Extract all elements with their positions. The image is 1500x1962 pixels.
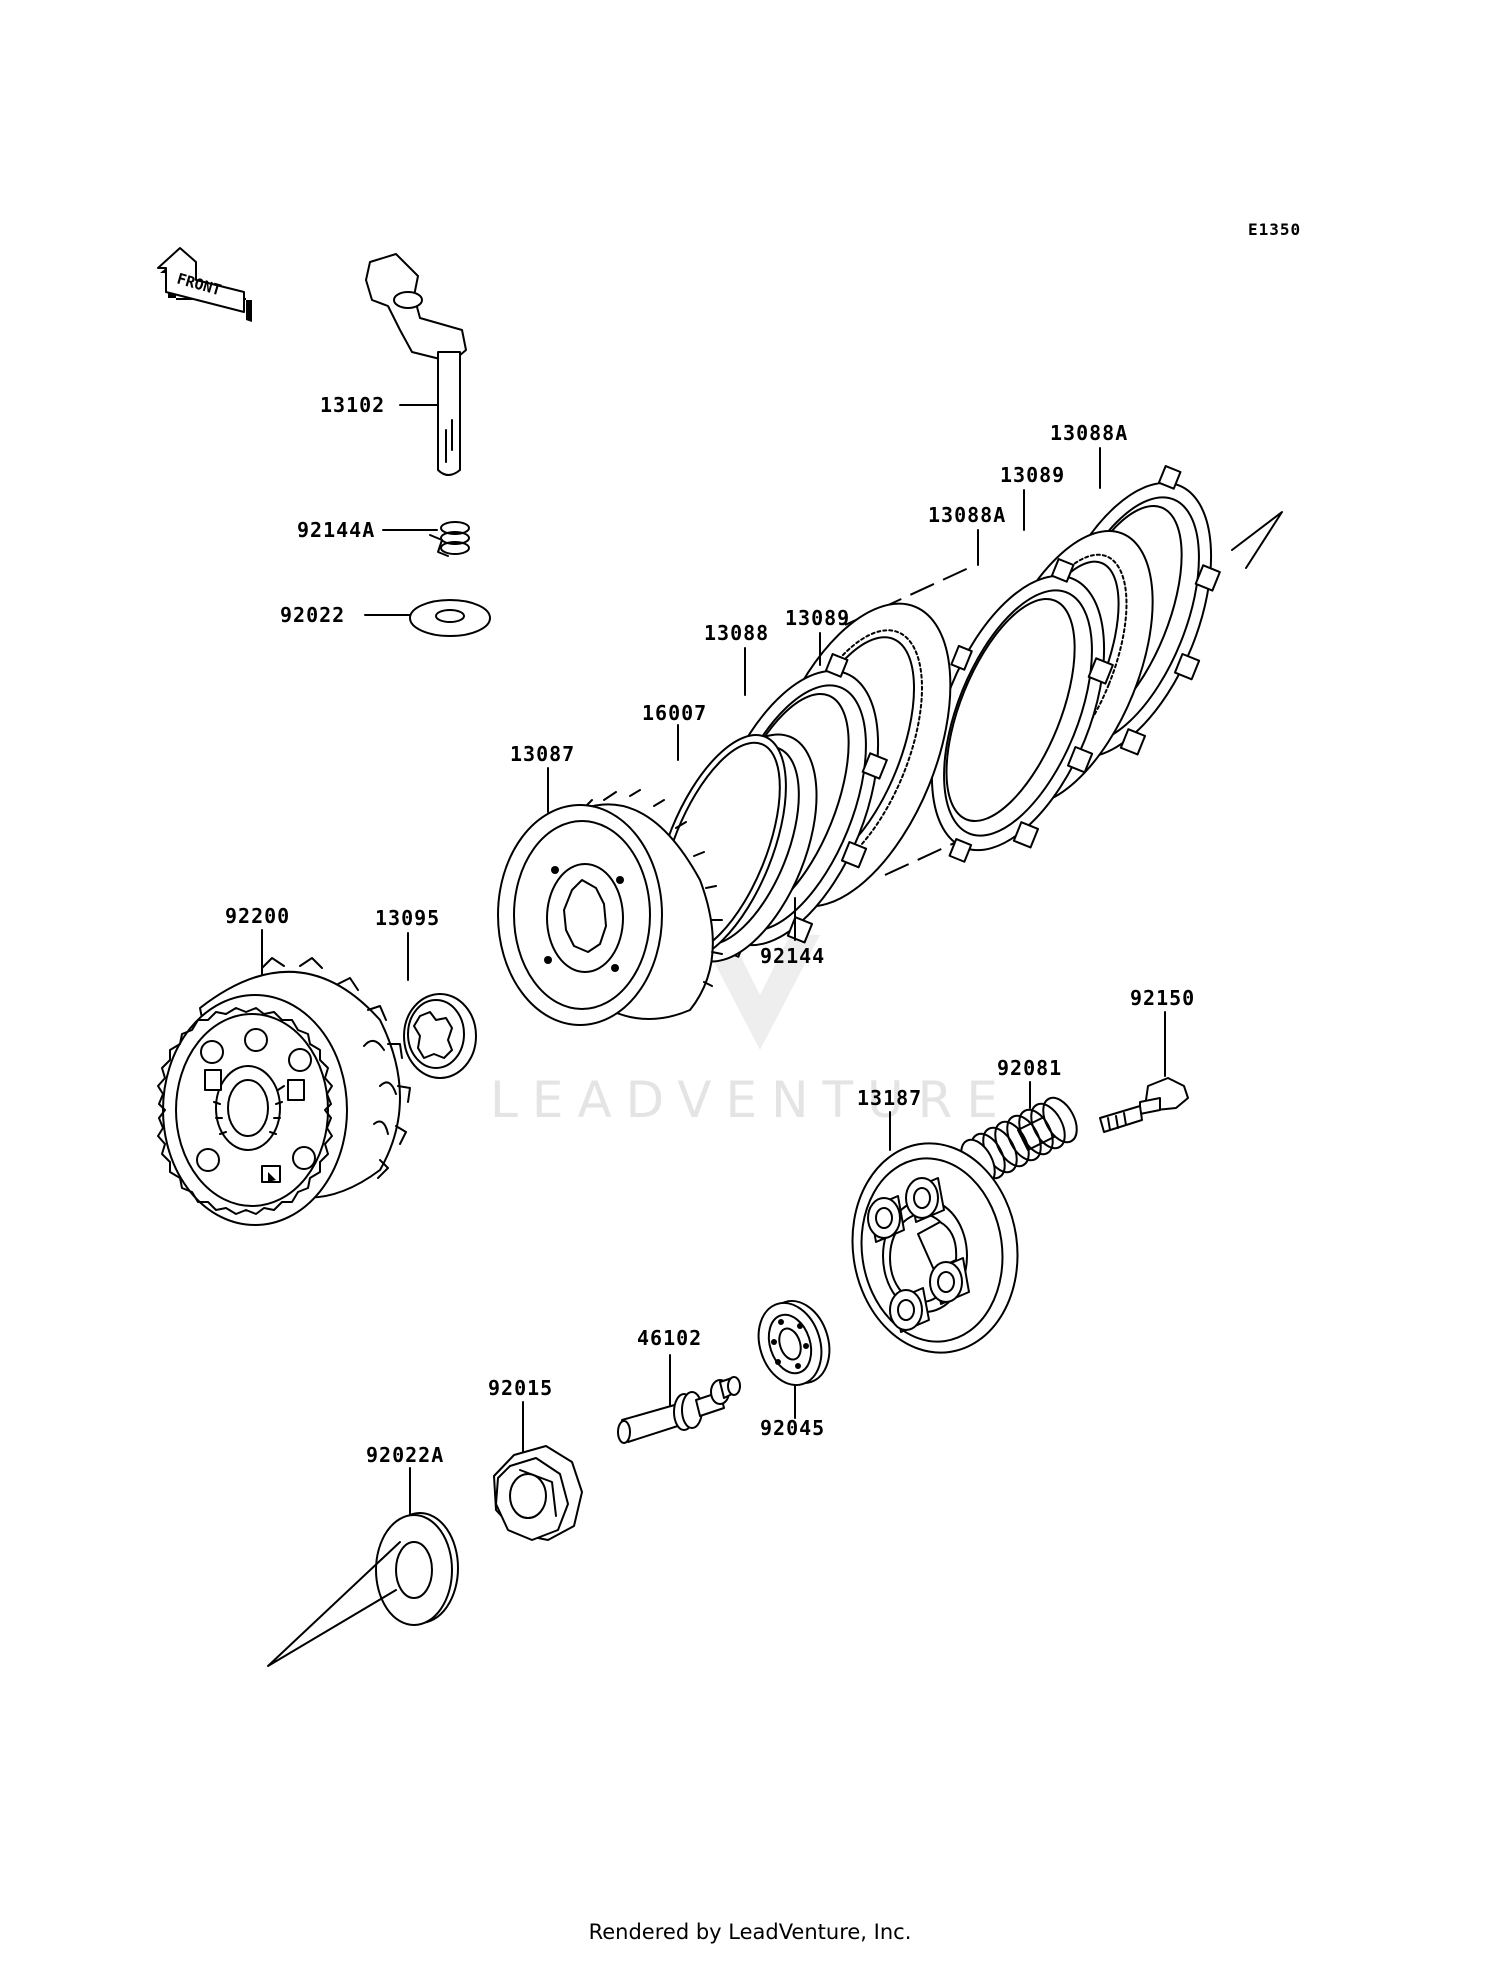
push-pin-46102[interactable]: [617, 1376, 741, 1444]
part-label-13088[interactable]: 13088: [704, 621, 769, 645]
part-label-92150[interactable]: 92150: [1130, 986, 1195, 1010]
washer-92022[interactable]: [409, 599, 491, 637]
washer-92022A[interactable]: [375, 1512, 459, 1626]
clutch-lever-13102[interactable]: [365, 253, 467, 476]
part-label-92022[interactable]: 92022: [280, 603, 345, 627]
nut-92015[interactable]: [493, 1445, 583, 1541]
part-label-13087[interactable]: 13087: [510, 742, 575, 766]
spring-92144A[interactable]: [429, 521, 470, 557]
part-label-13187[interactable]: 13187: [857, 1086, 922, 1110]
part-label-13095[interactable]: 92200: [225, 904, 290, 928]
watermark-text: LEADVENTURE: [490, 1071, 1012, 1129]
assembly-guide-lines-left: [267, 1541, 401, 1667]
bearing-92045[interactable]: [748, 1293, 839, 1393]
clutch-hub-13087[interactable]: [497, 789, 723, 1026]
bolt-92150[interactable]: [1099, 1077, 1189, 1133]
footer-credit: Rendered by LeadVenture, Inc.: [588, 1920, 912, 1944]
part-label-92081[interactable]: 92081: [997, 1056, 1062, 1080]
part-label-92045[interactable]: 92045: [760, 1416, 825, 1440]
part-label-13089-1[interactable]: 13089: [1000, 463, 1065, 487]
part-label-13102[interactable]: 13102: [320, 393, 385, 417]
part-label-92200[interactable]: 13095: [375, 906, 440, 930]
part-label-46102[interactable]: 46102: [637, 1326, 702, 1350]
part-label-13088A-2[interactable]: 13088A: [928, 503, 1006, 527]
part-label-13088A-1[interactable]: 13088A: [1050, 421, 1128, 445]
front-arrow-icon: FRONT: [157, 247, 252, 322]
lock-washer-92200[interactable]: [403, 993, 477, 1079]
part-label-92015[interactable]: 92015: [488, 1376, 553, 1400]
part-label-13089-2[interactable]: 13089: [785, 606, 850, 630]
diagram-code: E1350: [1248, 220, 1301, 239]
pressure-plate-13187[interactable]: [839, 1133, 1031, 1364]
friction-plate-13088A-front[interactable]: [885, 537, 1155, 891]
part-label-92144[interactable]: 92144: [760, 944, 825, 968]
clutch-housing-13095[interactable]: [157, 957, 411, 1226]
part-label-92144A[interactable]: 92144A: [297, 518, 375, 542]
part-label-92022A[interactable]: 92022A: [366, 1443, 444, 1467]
assembly-guide-lines-right: [1231, 511, 1283, 569]
part-label-16007[interactable]: 16007: [642, 701, 707, 725]
